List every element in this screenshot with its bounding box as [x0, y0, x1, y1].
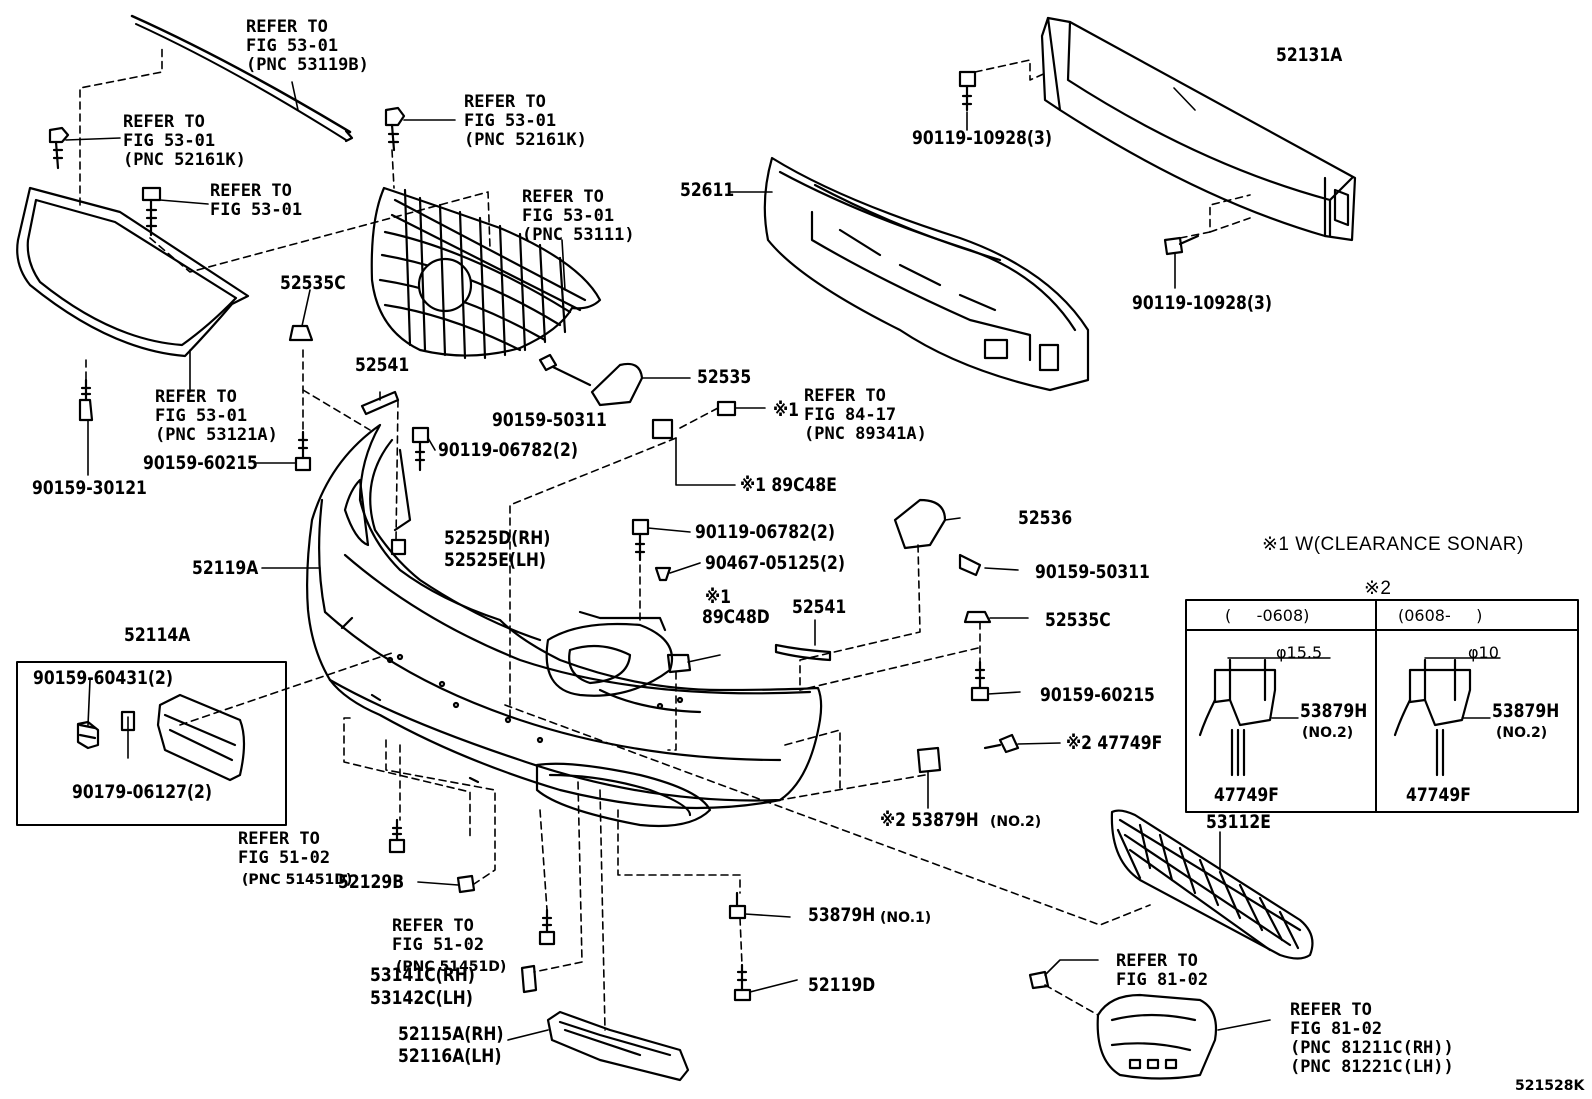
leader-lines [65, 81, 1271, 1041]
detail-header-after: (0608- ) [1398, 606, 1483, 625]
part-90467-05125: 90467-05125(2) [705, 552, 845, 574]
part-52541-mid: 52541 [792, 596, 847, 618]
detail-a-no: (NO.2) [1302, 725, 1354, 741]
detail-header-before: ( -0608) [1225, 606, 1310, 625]
part-52541-top: 52541 [355, 354, 410, 376]
fog-lamp-housing [1096, 993, 1218, 1080]
part-47749f: ※2 47749F [1066, 732, 1163, 754]
license-box [16, 661, 287, 826]
ref-label-51451d-a: REFER TO FIG 51-02 [238, 829, 331, 868]
center-grille [370, 186, 602, 360]
part-89341-marker: ※1 [773, 399, 799, 421]
ref-label-81-02-a: REFER TO FIG 81-02 [1116, 951, 1209, 990]
license-bracket [76, 693, 246, 782]
part-52131a: 52131A [1276, 44, 1343, 66]
part-90159-50311-top: 90159-50311 [492, 409, 607, 431]
part-52129b: 52129B [338, 871, 405, 893]
part-53141c: 53141C(RH) [370, 964, 475, 986]
ref-label-89341a: REFER TO FIG 84-17 (PNC 89341A) [804, 386, 927, 444]
part-52611: 52611 [680, 179, 735, 201]
diagram-id: 521528K [1515, 1078, 1585, 1094]
detail-a-bottom: 47749F [1214, 784, 1279, 806]
detail-b-bottom: 47749F [1406, 784, 1471, 806]
ref-label-81-02-b: REFER TO FIG 81-02 (PNC 81211C(RH)) (PNC… [1290, 1000, 1454, 1077]
energy-absorber [763, 156, 1090, 392]
part-52525e: 52525E(LH) [444, 549, 547, 571]
fasteners [48, 70, 1200, 1002]
part-52525d: 52525D(RH) [444, 527, 551, 549]
part-53112e: 53112E [1206, 811, 1271, 833]
part-52535c-top: 52535C [280, 272, 346, 294]
part-90159-30121: 90159-30121 [32, 477, 147, 499]
part-53879h-no1-sub: (NO.1) [880, 910, 932, 926]
ref-label-53111: REFER TO FIG 53-01 (PNC 53111) [522, 187, 635, 245]
part-89c48e: ※1 89C48E [740, 474, 837, 496]
part-90119-06782-b: 90119-06782(2) [695, 521, 835, 543]
lower-grille [1110, 809, 1314, 960]
part-52119a: 52119A [192, 557, 259, 579]
part-90159-60215-left: 90159-60215 [143, 452, 258, 474]
grille-frame [16, 186, 250, 358]
part-90159-50311-mid: 90159-50311 [1035, 561, 1150, 583]
part-90119-10928-top: 90119-10928(3) [912, 127, 1052, 149]
part-52115a: 52115A(RH) [398, 1023, 504, 1045]
part-90179-06127: 90179-06127(2) [72, 781, 212, 803]
part-52535c-mid: 52535C [1045, 609, 1111, 631]
part-90159-60431: 90159-60431(2) [33, 667, 173, 689]
part-52119d: 52119D [808, 974, 876, 996]
bumper-cover [306, 423, 823, 828]
part-90159-60215-right: 90159-60215 [1040, 684, 1155, 706]
ref-label-52161k-mid: REFER TO FIG 53-01 (PNC 52161K) [464, 92, 587, 150]
detail-box [1185, 599, 1579, 813]
dashed-lines [79, 47, 1251, 1031]
note-marker-2: ※2 [1364, 578, 1392, 599]
detail-phi-a: φ15.5 [1276, 643, 1323, 662]
part-89c48d-marker: ※1 [705, 586, 731, 608]
part-53879h-no2-sub: (NO.2) [990, 814, 1042, 830]
part-89c48d: 89C48D [702, 606, 770, 628]
ref-label-53-01: REFER TO FIG 53-01 [210, 181, 303, 220]
detail-a-part: 53879H [1300, 700, 1368, 722]
ref-label-53119b: REFER TO FIG 53-01 (PNC 53119B) [246, 17, 369, 75]
bumper-reinforcement [1040, 16, 1357, 242]
detail-b-part: 53879H [1492, 700, 1560, 722]
molding-strip [130, 14, 354, 143]
part-52536: 52536 [1018, 507, 1073, 529]
part-53142c: 53142C(LH) [370, 987, 473, 1009]
detail-phi-b: φ10 [1468, 643, 1499, 662]
ref-label-51451d-b: REFER TO FIG 51-02 [392, 916, 485, 955]
detail-b-no: (NO.2) [1496, 725, 1548, 741]
ref-label-52161k-left: REFER TO FIG 53-01 (PNC 52161K) [123, 112, 246, 170]
part-90119-10928-bottom: 90119-10928(3) [1132, 292, 1272, 314]
lower-spoiler-bracket [546, 1010, 690, 1082]
part-52116a: 52116A(LH) [398, 1045, 502, 1067]
part-52535: 52535 [697, 366, 752, 388]
part-53879h-no1: 53879H [808, 904, 876, 926]
part-90119-06782-a: 90119-06782(2) [438, 439, 578, 461]
part-53879h-no2: ※2 53879H [880, 809, 979, 831]
part-52114a: 52114A [124, 624, 191, 646]
ref-label-53121a: REFER TO FIG 53-01 (PNC 53121A) [155, 387, 278, 445]
note-clearance-sonar: ※1 W(CLEARANCE SONAR) [1262, 534, 1524, 555]
ref-label-51451d-b-pnc: (PNC 51451D) [396, 959, 507, 975]
ref-label-51451d-a-pnc: (PNC 51451D) [242, 872, 353, 888]
